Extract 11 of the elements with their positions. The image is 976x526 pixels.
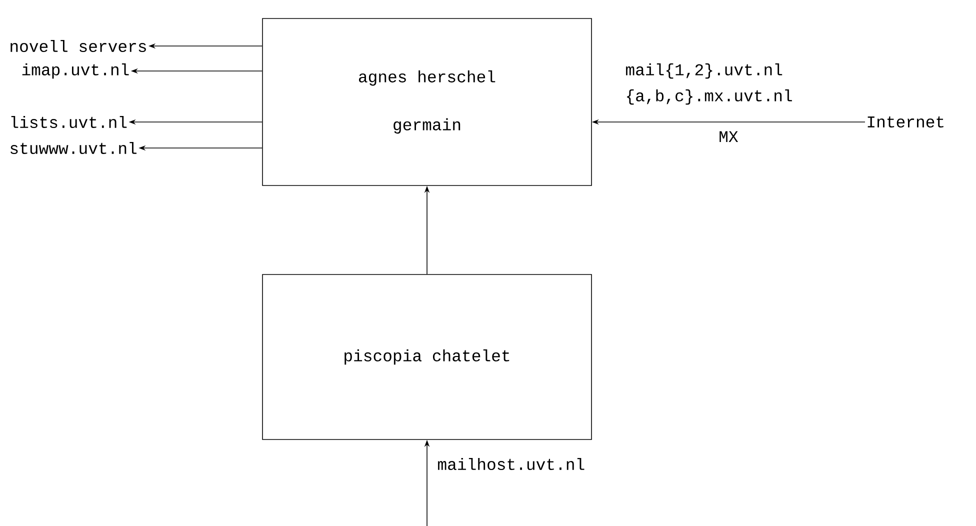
host-name: novell servers: [10, 40, 146, 52]
host-name: {a,b,c}.mx.uvt.nl: [627, 89, 792, 105]
server-box: agnes herschel germain: [262, 18, 592, 186]
host-name: lists.uvt.nl: [11, 116, 127, 128]
edge-label: MX: [718, 130, 740, 144]
edge-label: mailhost.uvt.nl: [436, 456, 586, 472]
host-name: imap.uvt.nl: [22, 63, 129, 79]
host-name: Internet: [868, 116, 944, 128]
server-box: piscopia chatelet: [262, 274, 592, 440]
host-name: mail{1,2}.uvt.nl: [626, 63, 782, 79]
host-name: stuwww.uvt.nl: [10, 142, 137, 154]
